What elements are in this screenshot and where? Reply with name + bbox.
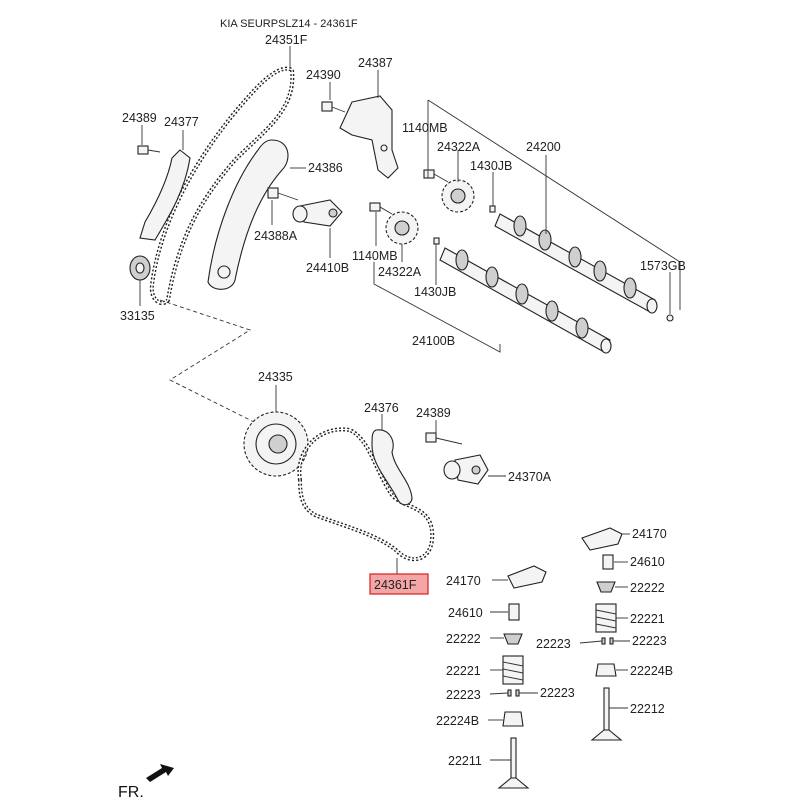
callout-bracket-24100B: [373, 262, 501, 353]
label-24388A: 24388A: [254, 229, 298, 243]
upper-timing-chain: [149, 66, 295, 306]
label-24100B: 24100B: [412, 334, 455, 348]
front-direction-marker: FR.: [118, 764, 174, 800]
lash-adjuster-24610-left: [508, 603, 520, 621]
label-1140MB-top: 1140MB: [402, 121, 448, 135]
label-22223-left: 22223: [446, 688, 481, 702]
dowel-1430JB-mid: [433, 237, 440, 245]
spring-22221-right: [595, 603, 617, 633]
lash-adjuster-24610-right: [602, 554, 614, 570]
label-24389-mid: 24389: [416, 406, 451, 420]
label-24387: 24387: [358, 56, 393, 70]
label-22223-right: 22223: [632, 634, 667, 648]
label-24200: 24200: [526, 140, 561, 154]
label-1430JB-mid: 1430JB: [414, 285, 456, 299]
label-33135: 33135: [120, 309, 155, 323]
label-24170-left: 24170: [446, 574, 481, 588]
highlight-box: [369, 573, 429, 595]
label-24370A: 24370A: [508, 470, 552, 484]
label-24335: 24335: [258, 370, 293, 384]
bolt-24389-mid: [425, 432, 463, 445]
valve-22211: [497, 737, 530, 789]
label-24610-right: 24610: [630, 555, 665, 569]
label-24170-right: 24170: [632, 527, 667, 541]
lower-timing-chain-24361F: [297, 427, 435, 562]
label-1430JB-top: 1430JB: [470, 159, 512, 173]
front-arrow-icon: [146, 764, 174, 782]
diagram-title: KIA SEURPSLZ14 - 24361F: [220, 18, 358, 30]
label-22212: 22212: [630, 702, 665, 716]
tensioner-arm-pivot: [217, 265, 231, 279]
label-22224B-left: 22224B: [436, 714, 479, 728]
bolt-24389-top: [137, 145, 161, 155]
label-24410B: 24410B: [306, 261, 349, 275]
label-22222-right: 22222: [630, 581, 665, 595]
label-24376: 24376: [364, 401, 399, 415]
label-22222-left: 22222: [446, 632, 481, 646]
label-24361F-highlight: 24361F: [374, 578, 417, 592]
label-24377: 24377: [164, 115, 199, 129]
retainer-22222-right: [596, 581, 616, 593]
crank-sprocket-24335: [243, 411, 309, 477]
label-1573GB: 1573GB: [640, 259, 686, 273]
retainer-22222-left: [503, 633, 523, 645]
leader-lines: [139, 46, 671, 761]
label-24390: 24390: [306, 68, 341, 82]
label-24389-top: 24389: [122, 111, 157, 125]
tensioner-24410B: [292, 199, 343, 227]
seal-22224B-right: [595, 663, 617, 677]
label-24351F: 24351F: [265, 33, 308, 47]
bracket-hole: [380, 144, 388, 152]
label-22221-right: 22221: [630, 612, 665, 626]
highlighted-part-24361F[interactable]: 24361F: [369, 573, 429, 595]
label-24610-left: 24610: [448, 606, 483, 620]
bolt-1140MB-mid: [369, 202, 393, 215]
bolt-24390: [321, 101, 346, 113]
dashed-link: [159, 299, 261, 426]
bolt-1140MB-top: [423, 169, 449, 183]
spring-22221-left: [502, 655, 524, 685]
tensioner-24370A: [443, 454, 489, 485]
label-24386: 24386: [308, 161, 343, 175]
seal-22224B-left: [502, 711, 524, 727]
label-24322A-mid: 24322A: [378, 265, 422, 279]
rocker-arm-24170-left: [507, 565, 547, 589]
camshaft-24200: [494, 213, 658, 314]
front-label: FR.: [118, 784, 144, 800]
bolt-24388A: [267, 187, 299, 201]
label-22221-left: 22221: [446, 664, 481, 678]
sprocket-24322A-mid: [385, 211, 419, 245]
plug-1573GB: [666, 314, 674, 322]
dowel-1430JB-top: [489, 205, 496, 213]
keeper-22223-left: [507, 689, 520, 697]
label-22223-left2: 22223: [540, 686, 575, 700]
label-22224B-right: 22224B: [630, 664, 673, 678]
camshaft-24100B: [439, 247, 612, 354]
label-22223-mid: 22223: [536, 637, 571, 651]
tensioner-arm-24386: [207, 139, 289, 290]
sprocket-24322A-top: [441, 179, 475, 213]
label-22211: 22211: [448, 754, 482, 768]
bracket-24387: [339, 95, 399, 179]
valve-22212: [590, 687, 623, 741]
chain-guide-24377: [139, 149, 191, 241]
chain-guide-24376: [371, 429, 413, 506]
label-1140MB-mid: 1140MB: [352, 249, 398, 263]
rocker-arm-24170-right: [581, 527, 623, 551]
label-24322A-top: 24322A: [437, 140, 481, 154]
keeper-22223-right: [601, 637, 614, 645]
callout-bracket-24200: [427, 99, 681, 310]
washer-33135: [129, 255, 151, 281]
